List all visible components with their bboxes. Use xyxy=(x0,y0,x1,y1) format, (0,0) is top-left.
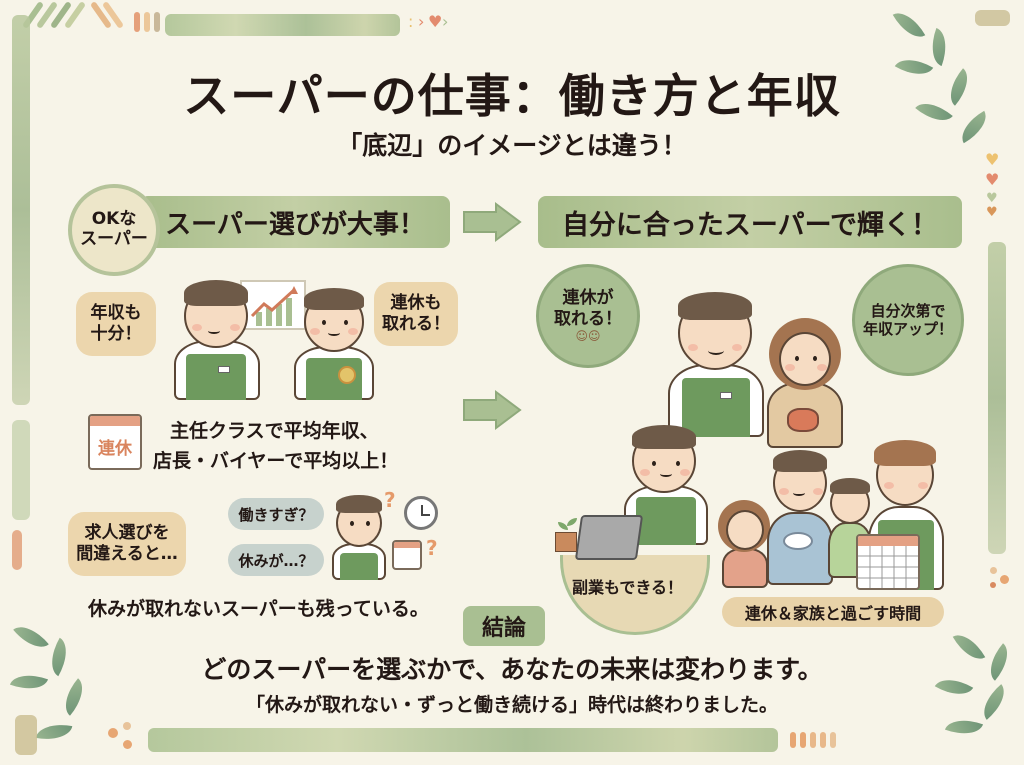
income-bubble-line1: 年収も xyxy=(90,302,142,323)
leaf-decoration xyxy=(35,720,73,744)
leaf-decoration xyxy=(892,5,926,45)
right-banner: 自分に合ったスーパーで輝く！ xyxy=(538,196,962,248)
small-calendar-icon xyxy=(392,540,422,570)
staff-illustration xyxy=(290,288,380,400)
watercolor-band xyxy=(15,715,37,755)
side-job-caption: 副業もできる！ xyxy=(572,578,684,597)
manager-illustration xyxy=(660,292,770,437)
arrow-right-icon xyxy=(463,202,522,242)
question-mark-icon: ? xyxy=(426,536,438,560)
overwork-question-bubble: 働きすぎ？ xyxy=(228,498,324,530)
dot-decoration xyxy=(990,567,997,574)
family-mini-icon: ☺☺ xyxy=(575,329,601,344)
salary-line1: 主任クラスで平均年収、 xyxy=(170,420,379,442)
dot-decoration xyxy=(1000,575,1009,584)
conclusion-sub: 「休みが取れない・ずっと働き続ける」時代は終わりました。 xyxy=(245,694,778,716)
salary-line2: 店長・バイヤーで平均以上！ xyxy=(153,450,399,472)
clock-icon xyxy=(404,496,438,530)
income-bubble: 年収も 十分！ xyxy=(76,292,156,356)
watercolor-band xyxy=(165,14,400,36)
question-mark-icon: ? xyxy=(384,488,396,512)
dot-decoration xyxy=(800,732,806,748)
heart-icon: ♥ xyxy=(985,150,1000,169)
plant-pot-icon xyxy=(555,532,577,552)
ok-super-badge-line2: スーパー xyxy=(80,229,148,249)
page-title: スーパーの仕事：働き方と年収 xyxy=(183,69,841,123)
holiday-bubble-line1: 連休も xyxy=(390,292,442,313)
income-up-circle-line1: 自分次第で xyxy=(870,302,946,320)
arrow-right-icon xyxy=(463,390,522,430)
dot-decoration xyxy=(123,722,131,730)
conclusion-label-text: 結論 xyxy=(481,616,526,641)
growth-chart-icon xyxy=(240,280,306,330)
dot-decoration xyxy=(123,740,132,749)
heart-icon: › xyxy=(418,12,425,31)
warning-caption: 休みが取れないスーパーも残っている。 xyxy=(88,598,429,620)
dot-decoration: : xyxy=(408,12,414,31)
stripe-decoration xyxy=(154,12,160,32)
laptop-icon xyxy=(574,515,644,560)
dot-decoration xyxy=(108,728,118,738)
page-subtitle: 「底辺」のイメージとは違う！ xyxy=(337,131,687,160)
holiday-bubble-line2: 取れる！ xyxy=(382,314,450,334)
heart-icon: ♥ xyxy=(985,170,1000,189)
sprout-icon xyxy=(558,522,568,530)
heart-icon: ♥ xyxy=(428,12,443,31)
left-banner: スーパー選びが大事！ xyxy=(140,196,450,248)
income-bubble-line2: 十分！ xyxy=(90,324,142,344)
watercolor-band xyxy=(12,530,22,570)
stripe-decoration xyxy=(134,12,140,32)
conclusion-main: どのスーパーを選ぶかで、あなたの未来は変わります。 xyxy=(201,655,823,684)
holiday-question-bubble: 休みが…？ xyxy=(228,544,324,576)
heart-icon: ♥ xyxy=(986,205,998,220)
girl-illustration xyxy=(718,500,770,588)
family-time-text: 連休＆家族と過ごす時間 xyxy=(744,604,922,623)
warning-bubble-line2: 間違えると… xyxy=(76,544,178,564)
dot-decoration xyxy=(990,582,996,588)
watercolor-band xyxy=(12,15,30,405)
sprout-icon xyxy=(567,518,577,526)
woman-with-purse-illustration xyxy=(765,318,845,448)
watercolor-band xyxy=(975,10,1010,26)
calendar-icon: 連休 xyxy=(88,414,142,470)
watercolor-band xyxy=(988,242,1006,554)
holiday-circle-line2: 取れる！ xyxy=(554,308,622,329)
leaf-decoration xyxy=(944,712,984,742)
warning-bubble: 求人選びを 間違えると… xyxy=(68,512,186,576)
staff-illustration xyxy=(168,280,268,400)
holiday-circle: 連休が 取れる！ ☺☺ xyxy=(536,264,640,368)
dot-decoration xyxy=(790,732,796,748)
calendar-label: 連休 xyxy=(98,439,132,459)
father-illustration xyxy=(765,450,835,585)
holiday-circle-line1: 連休が xyxy=(562,288,614,309)
stripe-decoration xyxy=(144,12,150,32)
heart-icon: ♥ xyxy=(986,191,998,206)
left-banner-text: スーパー選びが大事！ xyxy=(165,209,425,240)
income-up-circle-line2: 年収アップ！ xyxy=(862,320,953,338)
dot-decoration xyxy=(820,732,826,748)
holiday-bubble: 連休も 取れる！ xyxy=(374,282,458,346)
side-job-staff-illustration xyxy=(620,425,710,545)
ok-super-badge: OKな スーパー xyxy=(68,184,160,276)
dot-decoration xyxy=(830,732,836,748)
income-up-circle: 自分次第で 年収アップ！ xyxy=(852,264,964,376)
watercolor-band xyxy=(12,420,30,520)
dot-decoration xyxy=(810,732,816,748)
watercolor-band xyxy=(148,728,778,752)
family-calendar-icon xyxy=(856,534,920,590)
conclusion-label: 結論 xyxy=(463,606,545,646)
worried-staff-illustration xyxy=(328,495,390,580)
warning-bubble-line1: 求人選びを xyxy=(84,522,170,543)
chevron-decoration: › xyxy=(442,12,449,31)
family-time-caption: 連休＆家族と過ごす時間 xyxy=(722,597,944,627)
right-banner-text: 自分に合ったスーパーで輝く！ xyxy=(561,209,939,241)
ok-super-badge-line1: OKな xyxy=(91,209,137,230)
